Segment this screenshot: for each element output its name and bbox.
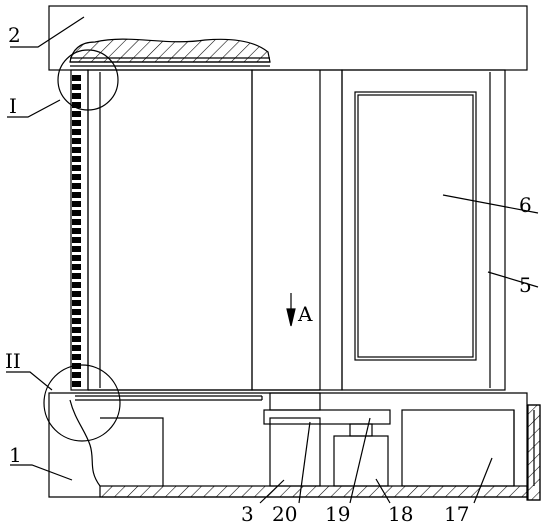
label-I: I — [9, 94, 17, 118]
label-20: 20 — [272, 502, 297, 526]
leader-19 — [349, 417, 371, 504]
chain-link — [72, 345, 81, 351]
base-floor-hatch — [99, 485, 528, 498]
base-curve-wall — [69, 399, 101, 487]
chain-link — [72, 156, 81, 162]
part-19-motor — [333, 435, 389, 487]
chain-link — [72, 255, 81, 261]
chain-link — [72, 273, 81, 279]
chain-link — [72, 354, 81, 360]
part-3-block — [269, 417, 321, 487]
chain-link — [72, 282, 81, 288]
leader-17 — [473, 457, 493, 504]
chain-link — [72, 102, 81, 108]
chain-link — [72, 327, 81, 333]
chain-link — [72, 129, 81, 135]
chain-link — [72, 75, 81, 81]
chain-link — [72, 219, 81, 225]
leader-20 — [298, 421, 311, 504]
chain-link — [72, 228, 81, 234]
right-side-hatch — [527, 404, 541, 501]
label-17: 17 — [444, 502, 469, 526]
label-1: 1 — [9, 443, 22, 467]
chain-link — [72, 300, 81, 306]
detail-circle-II — [43, 364, 121, 442]
chain-link — [72, 246, 81, 252]
chain-link — [72, 210, 81, 216]
chain-links — [72, 75, 81, 387]
leader-5 — [487, 271, 539, 288]
chain-link — [72, 309, 81, 315]
chain-link — [72, 291, 81, 297]
chain-link — [72, 138, 81, 144]
label-II: II — [5, 349, 21, 373]
leader-2 — [10, 16, 85, 48]
panel-right-frame — [341, 69, 506, 391]
panel-middle — [251, 69, 343, 391]
left-pocket — [100, 417, 164, 486]
label-2: 2 — [8, 23, 21, 47]
part-20-plate — [263, 409, 391, 425]
chain-link — [72, 183, 81, 189]
chain-link — [72, 336, 81, 342]
chain-link — [72, 120, 81, 126]
chain-link — [72, 201, 81, 207]
chain-link — [72, 174, 81, 180]
label-3: 3 — [241, 502, 254, 526]
chain-link — [72, 318, 81, 324]
chain-link — [72, 192, 81, 198]
base-housing — [48, 392, 541, 501]
top-hatched-section — [69, 38, 271, 63]
chain-column — [70, 69, 89, 391]
detail-circle-I — [57, 49, 119, 111]
part-19-shaft — [349, 423, 373, 437]
chain-link — [72, 111, 81, 117]
leader-3 — [259, 479, 285, 504]
panel-left — [87, 69, 253, 391]
chain-link — [72, 147, 81, 153]
part-20-shaft — [269, 392, 321, 411]
chain-link — [72, 264, 81, 270]
leader-1 — [10, 464, 73, 481]
label-19: 19 — [325, 502, 350, 526]
leader-6 — [442, 194, 539, 214]
chain-link — [72, 363, 81, 369]
leader-I — [7, 99, 61, 118]
chain-link — [72, 381, 81, 387]
chain-link — [72, 165, 81, 171]
chain-link — [72, 93, 81, 99]
leader-18 — [375, 478, 391, 504]
chain-link — [72, 84, 81, 90]
inner-window-outer — [354, 91, 477, 361]
label-6: 6 — [519, 193, 532, 217]
inner-window — [357, 94, 474, 358]
label-18: 18 — [388, 502, 413, 526]
chain-link — [72, 372, 81, 378]
leader-II — [6, 371, 53, 391]
arrow-A-head — [286, 308, 296, 327]
chain-link — [72, 237, 81, 243]
part-17-box — [401, 409, 515, 487]
label-5: 5 — [519, 273, 532, 297]
label-A: A — [297, 302, 313, 326]
